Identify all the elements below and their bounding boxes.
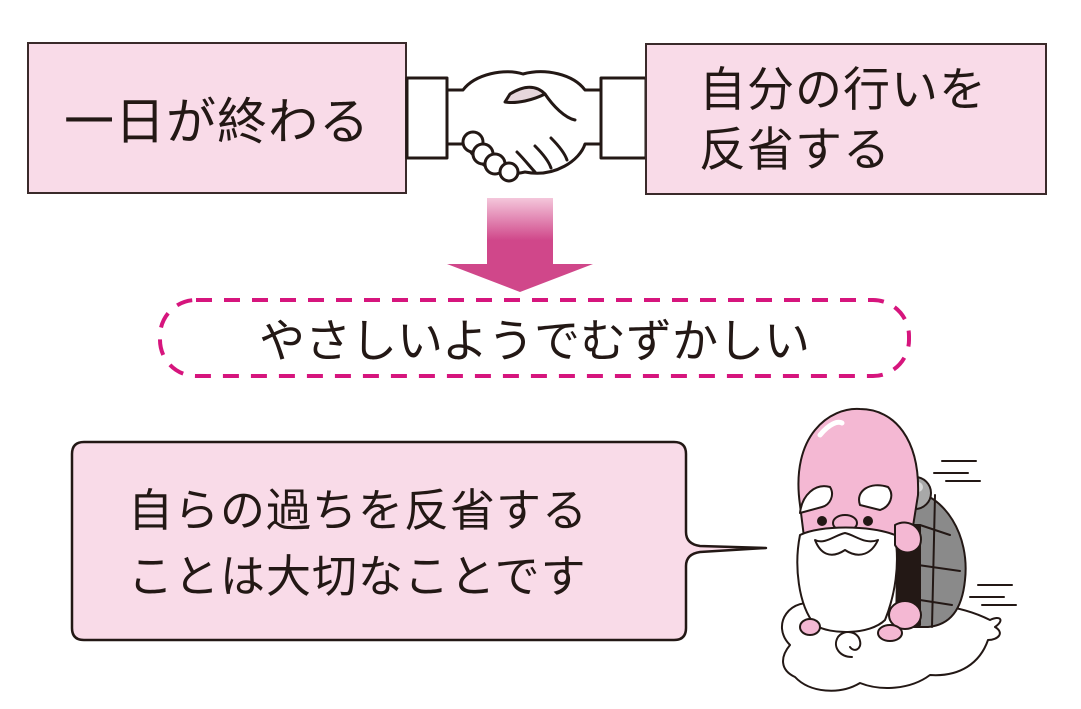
sage-beard	[796, 526, 898, 633]
speech-text: 自らの過ちを反省する ことは大切なことです	[128, 478, 588, 610]
sage-character-illustration	[780, 407, 1017, 692]
speech-line-1: 自らの過ちを反省する	[128, 484, 589, 537]
reflection-box: 自分の行いを 反省する	[645, 43, 1047, 195]
speech-bubble-shape	[70, 440, 768, 642]
event-box: 一日が終わる	[27, 42, 407, 194]
reflection-line-2: 反省する	[699, 123, 891, 178]
sage-head	[797, 407, 920, 546]
reflection-text: 自分の行いを 反省する	[699, 61, 987, 181]
reflection-line-1: 自分の行いを	[699, 63, 987, 118]
speech-bubble: 自らの過ちを反省する ことは大切なことです	[70, 440, 790, 645]
event-text: 一日が終わる	[64, 93, 370, 151]
result-text: やさしいようでむずかしい	[258, 314, 811, 368]
speed-lines-icon	[933, 460, 1017, 606]
result-label: やさしいようでむずかしい	[157, 297, 912, 379]
arrow-down-icon	[447, 198, 593, 292]
dashed-border	[158, 298, 911, 378]
speech-line-2: ことは大切なことです	[128, 550, 587, 603]
handshake-icon	[405, 70, 648, 183]
